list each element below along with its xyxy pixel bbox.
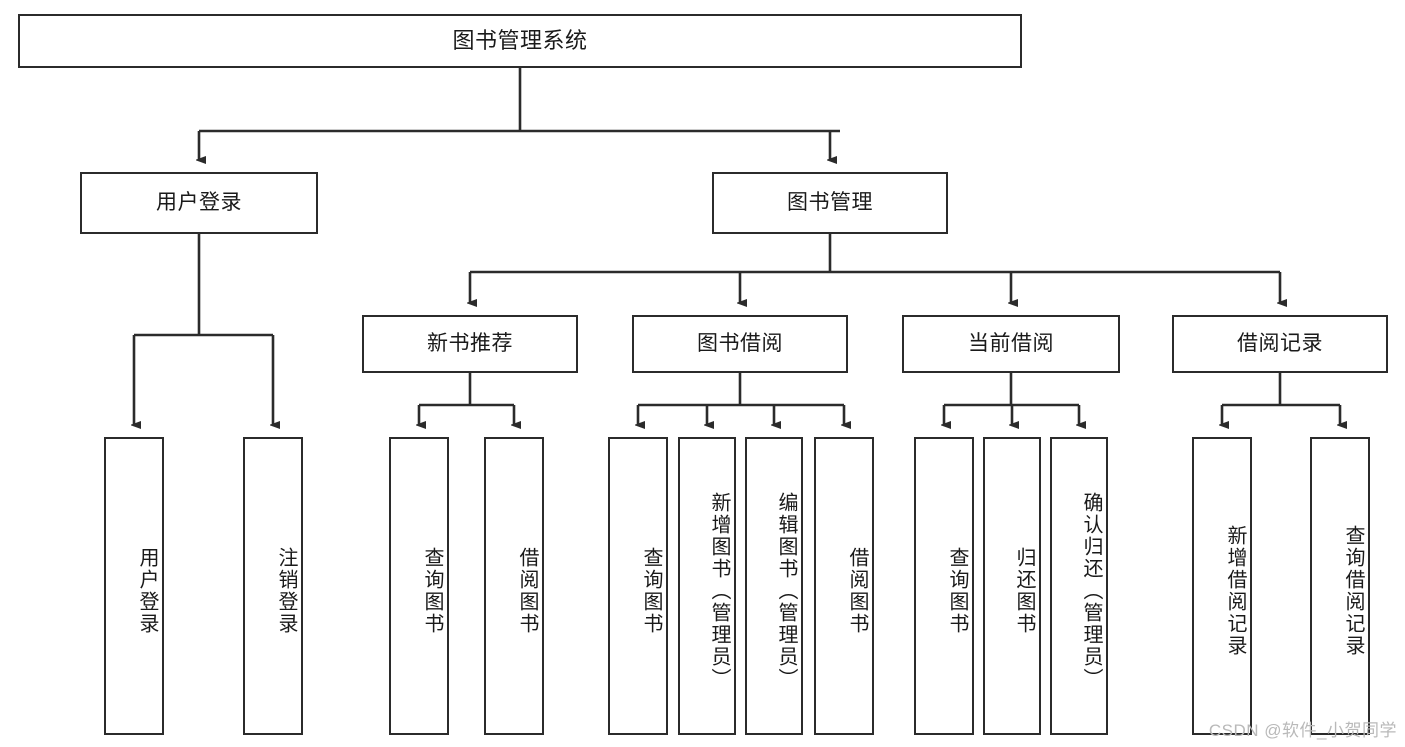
node-leaf-query-borrow-record[interactable]: 查询借阅记录	[1310, 437, 1370, 735]
node-leaf-borrow-book-1[interactable]: 借阅图书	[484, 437, 544, 735]
node-book-borrow[interactable]: 图书借阅	[632, 315, 848, 373]
node-label: 图书借阅	[697, 331, 783, 355]
node-label: 查询借阅记录	[1342, 525, 1364, 657]
node-label: 用户登录	[136, 547, 158, 635]
node-leaf-query-book-2[interactable]: 查询图书	[608, 437, 668, 735]
node-leaf-add-book-admin[interactable]: 新增图书（管理员）	[678, 437, 736, 735]
node-leaf-borrow-book-2[interactable]: 借阅图书	[814, 437, 874, 735]
node-borrow-record[interactable]: 借阅记录	[1172, 315, 1388, 373]
node-label: 借阅图书	[846, 547, 868, 635]
edge-group-current-borrow	[944, 373, 1079, 425]
node-label: 归还图书	[1013, 547, 1035, 635]
node-label: 确认归还（管理员）	[1080, 492, 1102, 690]
node-new-book-recommend[interactable]: 新书推荐	[362, 315, 578, 373]
node-label: 用户登录	[156, 190, 242, 214]
node-label: 借阅记录	[1237, 331, 1323, 355]
node-leaf-confirm-return-admin[interactable]: 确认归还（管理员）	[1050, 437, 1108, 735]
edge-group-new-book-rec	[419, 373, 514, 425]
node-label: 借阅图书	[516, 547, 538, 635]
node-label: 图书管理系统	[452, 28, 588, 54]
edge-group-root	[199, 68, 840, 160]
edge-group-borrow-record	[1222, 373, 1340, 425]
node-leaf-query-book-1[interactable]: 查询图书	[389, 437, 449, 735]
node-current-borrow[interactable]: 当前借阅	[902, 315, 1120, 373]
node-label: 注销登录	[275, 547, 297, 635]
node-leaf-logout-login[interactable]: 注销登录	[243, 437, 303, 735]
node-leaf-user-login[interactable]: 用户登录	[104, 437, 164, 735]
node-user-login[interactable]: 用户登录	[80, 172, 318, 234]
edge-group-user-login	[134, 234, 273, 425]
node-leaf-add-borrow-record[interactable]: 新增借阅记录	[1192, 437, 1252, 735]
node-label: 图书管理	[787, 190, 873, 214]
node-label: 查询图书	[640, 547, 662, 635]
node-label: 当前借阅	[968, 331, 1054, 355]
node-book-manage[interactable]: 图书管理	[712, 172, 948, 234]
edge-group-book-manage	[470, 234, 1280, 303]
node-label: 新增图书（管理员）	[708, 492, 730, 690]
node-label: 编辑图书（管理员）	[775, 492, 797, 690]
node-label: 查询图书	[946, 547, 968, 635]
node-label: 新书推荐	[427, 331, 513, 355]
node-label: 新增借阅记录	[1224, 525, 1246, 657]
node-leaf-query-book-3[interactable]: 查询图书	[914, 437, 974, 735]
node-leaf-return-book[interactable]: 归还图书	[983, 437, 1041, 735]
csdn-watermark: CSDN @软件_小贺同学	[1208, 721, 1397, 740]
node-leaf-edit-book-admin[interactable]: 编辑图书（管理员）	[745, 437, 803, 735]
edge-group-book-borrow	[638, 373, 844, 425]
node-label: 查询图书	[421, 547, 443, 635]
node-root-system[interactable]: 图书管理系统	[18, 14, 1022, 68]
